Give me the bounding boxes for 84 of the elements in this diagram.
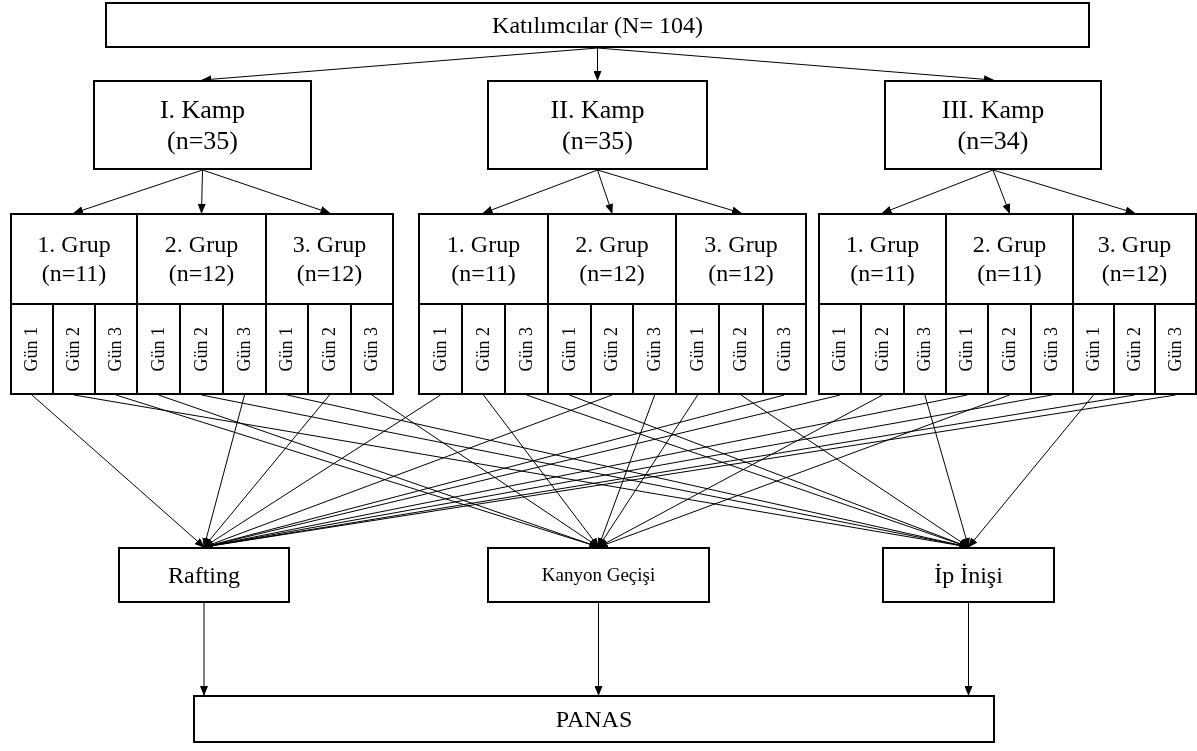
day-label: Gün 2 (730, 326, 752, 372)
day-label: Gün 2 (472, 326, 494, 372)
day-label: Gün 2 (63, 326, 85, 372)
arrow (73, 169, 203, 214)
day-box (1154, 303, 1197, 395)
activity-box (882, 547, 1055, 603)
group-box (818, 213, 947, 305)
box-label: 2. Grup (n=12) (163, 230, 240, 288)
arrow (992, 169, 1136, 215)
camp-box (93, 80, 312, 170)
box-label: 3. Grup (n=12) (703, 230, 779, 288)
box-label: 3. Grup (n=12) (291, 230, 368, 288)
day-label: Gün 2 (1123, 326, 1145, 372)
day-label: Gün 1 (21, 326, 43, 372)
arrow (31, 394, 205, 548)
day-label: Gün 3 (105, 326, 127, 372)
day-label: Gün 1 (1082, 326, 1104, 372)
day-label: Gün 3 (515, 326, 537, 372)
arrow (597, 394, 656, 548)
day-label: Gün 3 (1164, 326, 1186, 372)
activity-box (118, 547, 290, 603)
group-box (10, 213, 138, 305)
outcome-box (193, 695, 995, 743)
box-label: 2. Grup (n=11) (971, 230, 1048, 288)
box-label: II. Kamp (n=35) (549, 93, 646, 157)
arrow (482, 169, 598, 214)
box-label: Katılımcılar (N= 104) (492, 10, 703, 40)
arrow (200, 602, 208, 696)
box-label: III. Kamp (n=34) (940, 93, 1046, 157)
day-label: Gün 3 (773, 326, 795, 372)
day-label: Gün 1 (276, 326, 298, 372)
day-label: Gün 1 (956, 326, 978, 372)
box-label: 1. Grup (n=11) (36, 230, 112, 288)
group-box (1072, 213, 1197, 305)
day-label: Gün 3 (233, 326, 255, 372)
day-box (761, 303, 807, 395)
day-label: Gün 3 (643, 326, 665, 372)
camp-box (884, 80, 1102, 170)
arrow (597, 169, 742, 215)
arrow (881, 169, 994, 214)
box-label: 1. Grup (n=11) (844, 230, 921, 288)
day-label: Gün 3 (361, 326, 382, 372)
arrow (597, 169, 613, 214)
day-label: Gün 1 (829, 326, 851, 372)
activity-box (487, 547, 710, 603)
day-box (10, 303, 54, 395)
group-box (418, 213, 549, 305)
arrow (964, 602, 973, 696)
arrow (924, 394, 970, 548)
day-label: Gün 3 (1041, 326, 1062, 372)
arrow (483, 394, 600, 548)
arrow (202, 394, 245, 548)
box-label: I. Kamp (n=35) (158, 93, 247, 157)
arrow (202, 169, 331, 214)
group-box (265, 213, 394, 305)
box-label: 3. Grup (n=12) (1096, 230, 1173, 288)
box-label: Rafting (168, 560, 240, 590)
day-label: Gün 3 (914, 326, 935, 372)
box-label: Kanyon Geçişi (541, 563, 656, 587)
day-label: Gün 2 (998, 326, 1020, 372)
box-label: 2. Grup (n=12) (574, 230, 650, 288)
box-label: PANAS (555, 704, 633, 734)
arrow (967, 394, 1094, 548)
arrow (594, 602, 603, 696)
group-box (675, 213, 807, 305)
arrow (593, 47, 602, 81)
box-label: 1. Grup (n=11) (445, 230, 522, 288)
day-box (818, 303, 863, 395)
day-label: Gün 1 (147, 326, 169, 372)
day-box (349, 303, 394, 395)
day-box (418, 303, 463, 395)
box-label: İp İnişi (934, 560, 1003, 590)
day-label: Gün 1 (686, 326, 708, 372)
day-label: Gün 2 (318, 326, 340, 372)
day-label: Gün 1 (558, 326, 580, 372)
day-label: Gün 2 (871, 326, 893, 372)
day-label: Gün 1 (429, 326, 451, 372)
arrow (197, 169, 206, 214)
arrow (992, 169, 1010, 214)
arrow (740, 394, 970, 548)
day-label: Gün 2 (190, 326, 212, 372)
camp-box (487, 80, 708, 170)
day-label: Gün 2 (601, 326, 623, 372)
title-box (105, 2, 1090, 48)
